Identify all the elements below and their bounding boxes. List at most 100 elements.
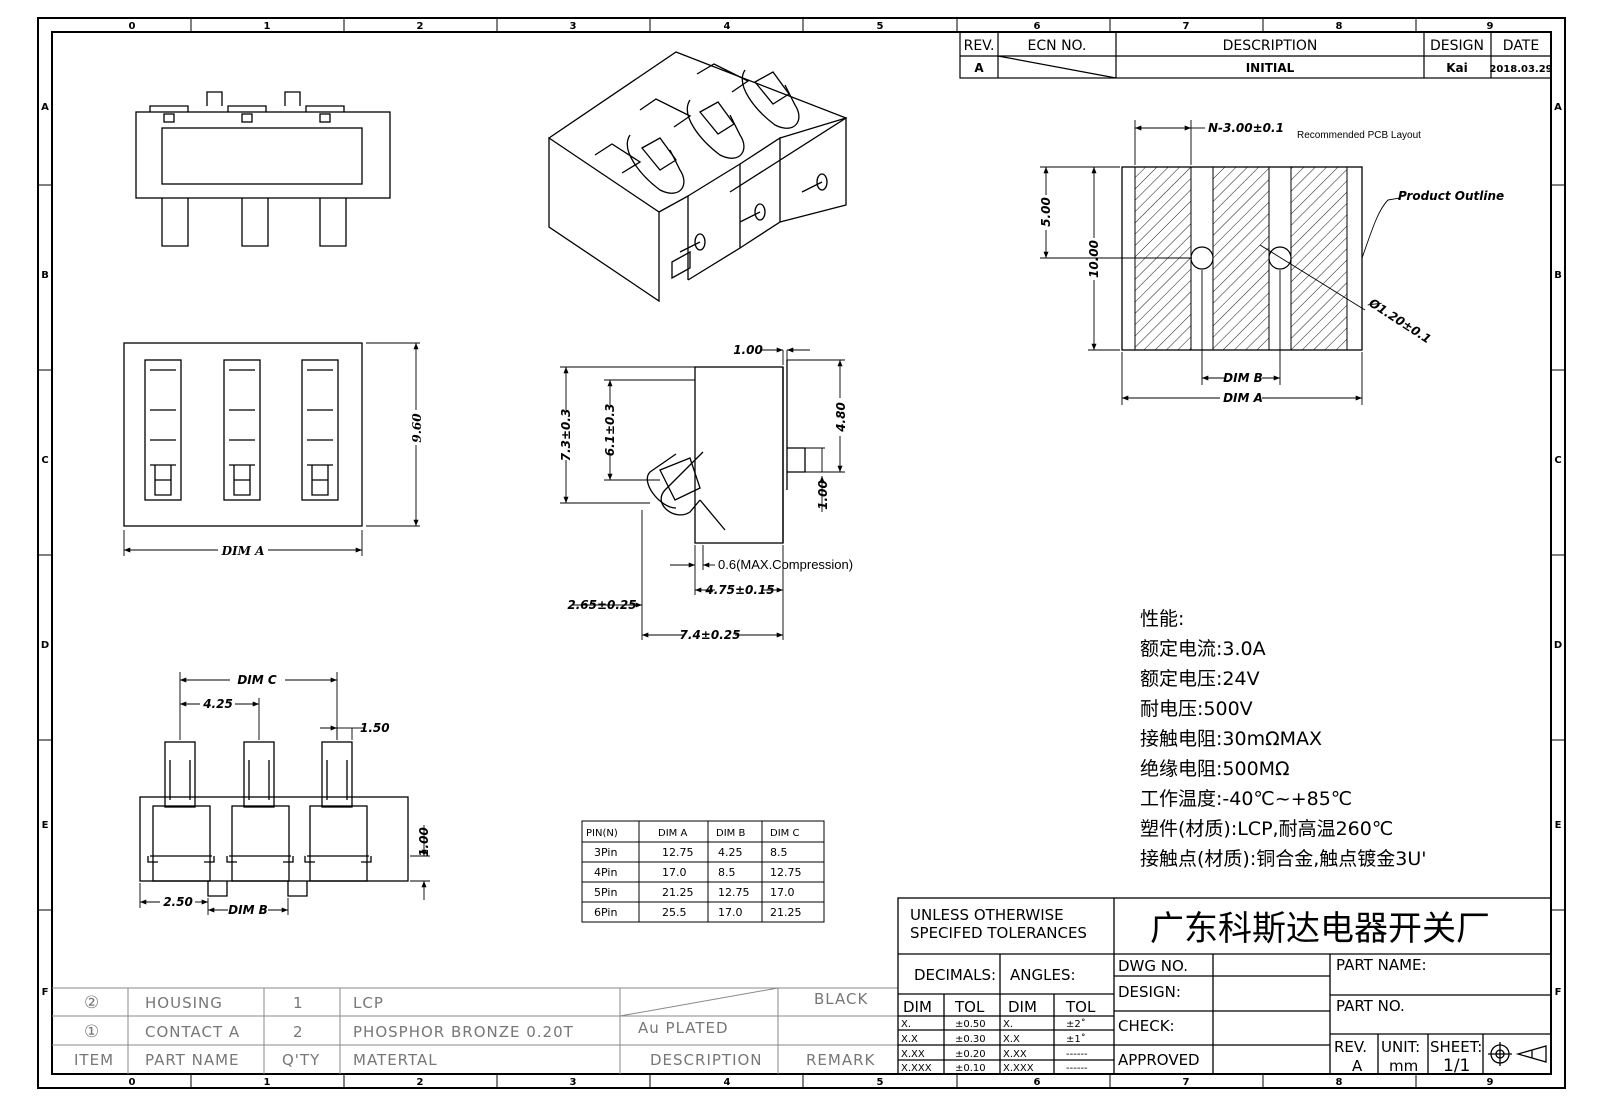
- col-label: 4: [724, 21, 731, 32]
- row-label: D: [41, 640, 49, 651]
- bom-header-description: DESCRIPTION: [650, 1051, 763, 1069]
- row-label: D: [1554, 640, 1562, 651]
- col-label: 3: [570, 1077, 577, 1088]
- side-dim-compression: 0.6(MAX.Compression): [718, 557, 853, 572]
- tol-dim: X.X: [901, 1034, 918, 1045]
- col-label: 7: [1183, 21, 1190, 32]
- pin-cell: 5Pin: [594, 886, 617, 899]
- front-dim-b: DIM B: [228, 903, 268, 917]
- tol-header-angles: TOL: [1065, 998, 1096, 1016]
- pin-cell: 17.0: [662, 866, 687, 879]
- plan-view: [123, 342, 363, 527]
- bom-header-remark: REMARK: [806, 1051, 876, 1069]
- row-label: F: [42, 987, 49, 998]
- grid-ticks: [38, 18, 1565, 1088]
- angle-dim: X.: [1003, 1019, 1013, 1030]
- description-header: DESCRIPTION: [1223, 38, 1318, 54]
- tol-value: ±0.10: [955, 1063, 986, 1074]
- rev-value: A: [1352, 1057, 1363, 1075]
- bom-qty: 1: [293, 994, 304, 1012]
- spec-line: 额定电流:3.0A: [1140, 638, 1266, 660]
- sheet-label: SHEET:: [1430, 1038, 1482, 1056]
- bom-header-material: MATERTAL: [353, 1051, 438, 1069]
- pcb-height-5: 5.00: [1039, 197, 1053, 227]
- spec-line: 工作温度:-40℃~+85℃: [1140, 788, 1352, 810]
- revision-block: REV. ECN NO. DESCRIPTION DESIGN DATE A I…: [959, 31, 1553, 79]
- angle-dim: X.XXX: [1003, 1063, 1034, 1074]
- pin-cell: 6Pin: [594, 906, 617, 919]
- col-label: 0: [129, 1077, 136, 1088]
- spec-line: 额定电压:24V: [1140, 668, 1260, 690]
- bom-header-name: PART NAME: [145, 1051, 240, 1069]
- front-dim-425: 4.25: [202, 697, 233, 711]
- side-dim-1: 1.00: [733, 343, 763, 357]
- plan-dims: [123, 342, 420, 556]
- plan-dim-a: DIM A: [221, 544, 265, 558]
- front-dim-150: 1.50: [360, 721, 390, 735]
- tol-value: ±0.20: [955, 1049, 986, 1060]
- col-label: 1: [264, 1077, 271, 1088]
- dim-header: DIM: [903, 998, 932, 1016]
- sheet-value: 1/1: [1443, 1056, 1470, 1076]
- tolerance-note-1: UNLESS OTHERWISE: [910, 906, 1064, 924]
- front-dim-250: 2.50: [163, 895, 193, 909]
- pin-table: PIN(N) DIM A DIM B DIM C 3Pin 12.75 4.25…: [581, 820, 825, 923]
- decimals-label: DECIMALS:: [914, 966, 996, 984]
- pin-cell: 17.0: [718, 906, 743, 919]
- drawing-frame: [37, 17, 1566, 1089]
- top-view: [135, 91, 391, 247]
- col-label: 9: [1487, 1077, 1494, 1088]
- col-label: 1: [264, 21, 271, 32]
- date-value: 2018.03.29: [1489, 64, 1552, 75]
- spec-line: 塑件(材质):LCP,耐高温260℃: [1140, 818, 1393, 840]
- bom-description: Au PLATED: [638, 1019, 729, 1037]
- bom-item: ①: [84, 1022, 100, 1042]
- col-label: 7: [1183, 1077, 1190, 1088]
- tol-dim: X.: [901, 1019, 911, 1030]
- bom-item: ②: [84, 993, 100, 1013]
- spec-line: 接触电阻:30mΩMAX: [1140, 728, 1322, 750]
- spec-line: 耐电压:500V: [1140, 698, 1253, 720]
- angle-value: ------: [1066, 1049, 1088, 1060]
- part-name-label: PART NAME:: [1336, 956, 1427, 974]
- dwg-no-label: DWG NO.: [1118, 957, 1188, 975]
- row-label: E: [42, 820, 49, 831]
- spec-line: 接触点(材质):铜合金,触点镀金3U': [1140, 848, 1427, 870]
- rev-header: REV.: [964, 38, 995, 54]
- row-label: A: [41, 102, 49, 113]
- angles-label: ANGLES:: [1010, 966, 1076, 984]
- pcb-dim-b: DIM B: [1223, 371, 1263, 385]
- side-dim-475: 4.75±0.15: [704, 583, 774, 597]
- specs-block: 性能: 额定电流:3.0A 额定电压:24V 耐电压:500V 接触电阻:30m…: [1140, 608, 1427, 870]
- col-label: 3: [570, 21, 577, 32]
- bom-name: CONTACT A: [145, 1023, 240, 1041]
- pcb-dims: [1040, 120, 1401, 405]
- design-header: DESIGN: [1430, 38, 1484, 54]
- pin-cell: 3Pin: [594, 846, 617, 859]
- design-label: DESIGN:: [1118, 983, 1181, 1001]
- front-dim-100: 1.00: [417, 827, 431, 857]
- col-label: 5: [877, 21, 884, 32]
- row-label: B: [41, 270, 49, 281]
- projection-symbol-icon: [1488, 1042, 1547, 1066]
- angle-dim: X.X: [1003, 1034, 1020, 1045]
- title-block: UNLESS OTHERWISE SPECIFED TOLERANCES DEC…: [897, 897, 1552, 1076]
- front-view: [139, 741, 409, 897]
- pin-cell: 4.25: [718, 846, 743, 859]
- col-label: 2: [417, 21, 424, 32]
- bom-header-qty: Q'TY: [282, 1051, 320, 1069]
- bom-table: ② HOUSING 1 LCP BLACK ① CONTACT A 2 PHOS…: [52, 987, 898, 1074]
- spec-line: 绝缘电阻:500MΩ: [1140, 758, 1290, 780]
- pin-cell: 8.5: [718, 866, 736, 879]
- col-label: 6: [1034, 1077, 1041, 1088]
- grid-labels: 0 1 2 3 4 5 6 7 8 9 0 1 2 3 4 5 6 7 8 9 …: [41, 21, 1562, 1088]
- pcb-dim-a: DIM A: [1223, 391, 1263, 405]
- pin-cell: 25.5: [662, 906, 687, 919]
- pin-table-header: DIM A: [658, 828, 687, 839]
- specs-title: 性能:: [1140, 608, 1184, 630]
- isometric-view: [548, 51, 848, 303]
- pin-cell: 21.25: [770, 906, 802, 919]
- bom-name: HOUSING: [145, 994, 223, 1012]
- rev-value: A: [974, 61, 984, 75]
- side-dim-61: 6.1±0.3: [603, 404, 617, 457]
